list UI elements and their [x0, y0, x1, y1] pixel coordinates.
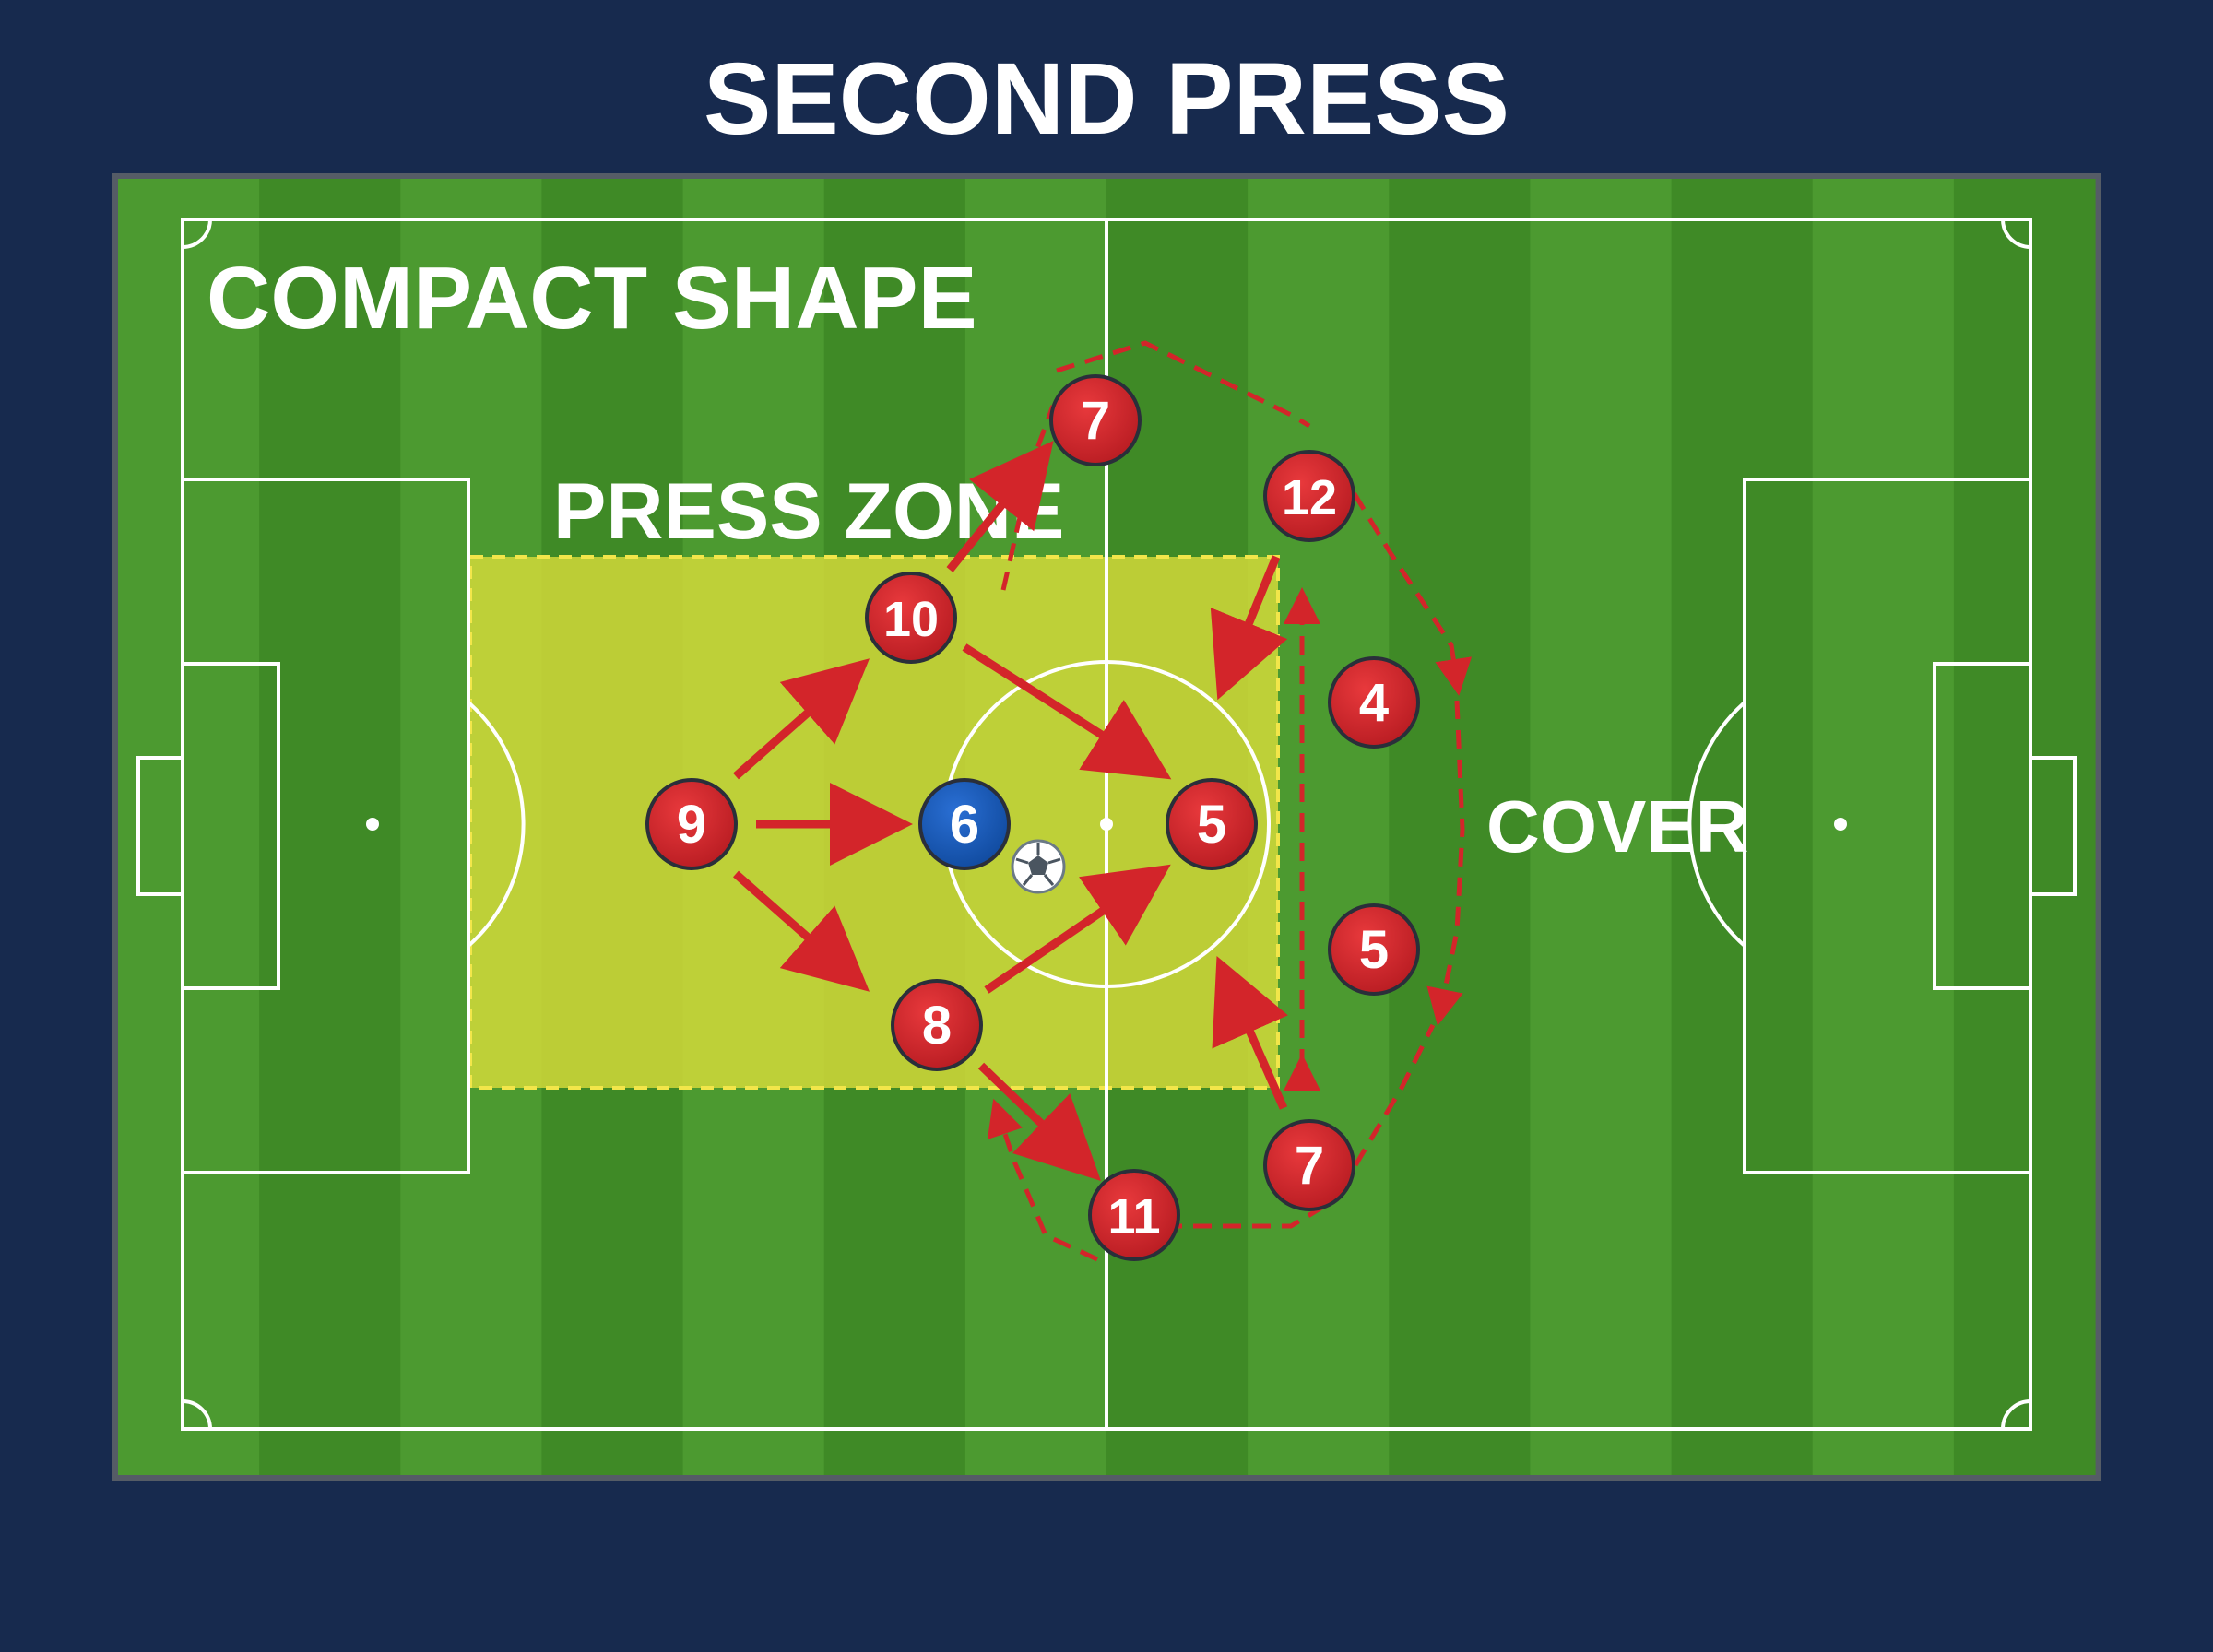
- diagram-title: SECOND PRESS: [704, 42, 1509, 156]
- right-penalty-spot: [1834, 818, 1847, 831]
- grass-stripe: [1953, 179, 2096, 1475]
- player-number: 10: [883, 592, 939, 647]
- player-circle: [645, 778, 738, 870]
- player-number: 4: [1359, 673, 1389, 733]
- left-penalty-spot: [366, 818, 379, 831]
- player-circle: [1263, 450, 1355, 542]
- grass-stripe: [259, 179, 401, 1475]
- arrow-8-to-11: [977, 1062, 1101, 1181]
- player-circle: [1166, 778, 1258, 870]
- press-zone-label: PRESS ZONE: [553, 467, 1064, 556]
- grass-stripe: [1671, 179, 1814, 1475]
- grass-stripe: [1389, 179, 1531, 1475]
- centre-spot: [1100, 818, 1113, 831]
- player-token-9-red: 9: [645, 778, 738, 870]
- player-circle: [1049, 374, 1142, 466]
- player-number: 7: [1295, 1136, 1324, 1196]
- players: 9 10 8 6 5 7 12 4 5 7 11: [645, 374, 1420, 1261]
- arrow-9-to-10: [733, 658, 870, 780]
- arrow-12-to-5: [1210, 555, 1288, 701]
- player-circle: [891, 979, 983, 1071]
- player-circle: [918, 778, 1011, 870]
- player-number: 7: [1081, 391, 1110, 451]
- grass-stripe: [1530, 179, 1673, 1475]
- cover-route-bottom: [1134, 1201, 1330, 1229]
- player-number: 8: [922, 996, 952, 1056]
- player-number: 9: [677, 795, 706, 855]
- arrow-9-to-8: [733, 870, 870, 992]
- arrow-8-to-5: [984, 864, 1171, 994]
- player-number: 5: [1359, 920, 1389, 980]
- player-token-5-red: 5: [1328, 903, 1420, 996]
- player-token-5-red: 5: [1166, 778, 1258, 870]
- compact-shape-label: COMPACT SHAPE: [207, 249, 977, 348]
- soccer-ball-icon: [1011, 839, 1066, 894]
- player-circle: [1088, 1169, 1180, 1261]
- cover-route-top: [1056, 340, 1311, 429]
- player-token-4-red: 4: [1328, 656, 1420, 749]
- player-token-12-red: 12: [1263, 450, 1355, 542]
- player-number: 5: [1197, 795, 1226, 855]
- press-arrows: [733, 440, 1288, 1181]
- player-circle: [865, 572, 957, 664]
- player-circle: [1328, 903, 1420, 996]
- arrow-7-to-5: [1212, 956, 1288, 1110]
- player-token-8-red: 8: [891, 979, 983, 1071]
- cover-label: COVER: [1486, 785, 1749, 867]
- player-circle: [1263, 1119, 1355, 1211]
- arrow-10-to-5: [962, 643, 1172, 780]
- cover-route-right: [1426, 700, 1465, 1026]
- player-token-6-blue: 6: [918, 778, 1011, 870]
- player-token-7-red: 7: [1049, 374, 1142, 466]
- player-circle: [1328, 656, 1420, 749]
- player-number: 6: [950, 795, 979, 855]
- arrow-10-to-7: [946, 440, 1054, 572]
- player-token-11-red: 11: [1088, 1169, 1180, 1261]
- player-token-10-red: 10: [865, 572, 957, 664]
- cover-route-bottom-left: [987, 1098, 1099, 1262]
- player-number: 11: [1107, 1189, 1160, 1245]
- player-token-7-red: 7: [1263, 1119, 1355, 1211]
- cover-route-upper-right: [1336, 466, 1473, 696]
- grass-stripe: [118, 179, 260, 1475]
- player-number: 12: [1282, 470, 1337, 525]
- cover-route-lower-right: [1353, 1023, 1436, 1167]
